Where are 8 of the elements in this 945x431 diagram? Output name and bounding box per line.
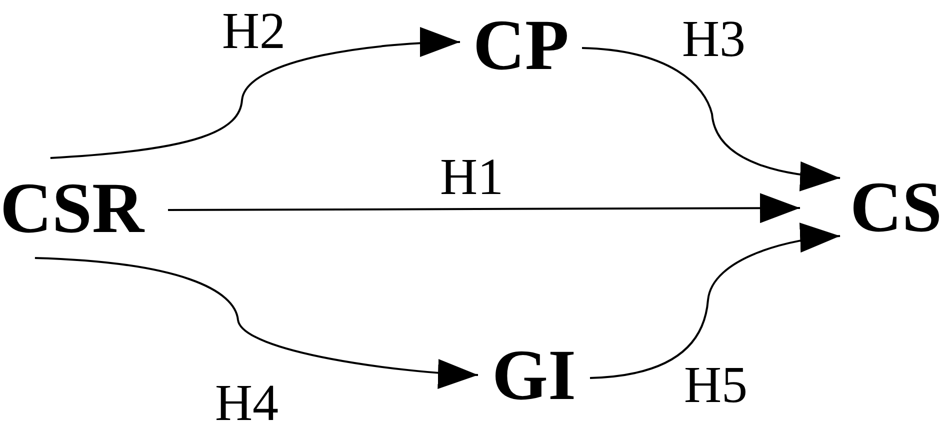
arrow — [582, 47, 840, 191]
arrow — [590, 224, 840, 379]
variable-label: CSR — [0, 158, 168, 258]
arrow — [168, 193, 800, 224]
variable-label: CP — [460, 10, 582, 80]
arrow — [50, 28, 460, 159]
variable-label: GI — [478, 342, 590, 408]
variable-label: CS — [800, 178, 942, 236]
